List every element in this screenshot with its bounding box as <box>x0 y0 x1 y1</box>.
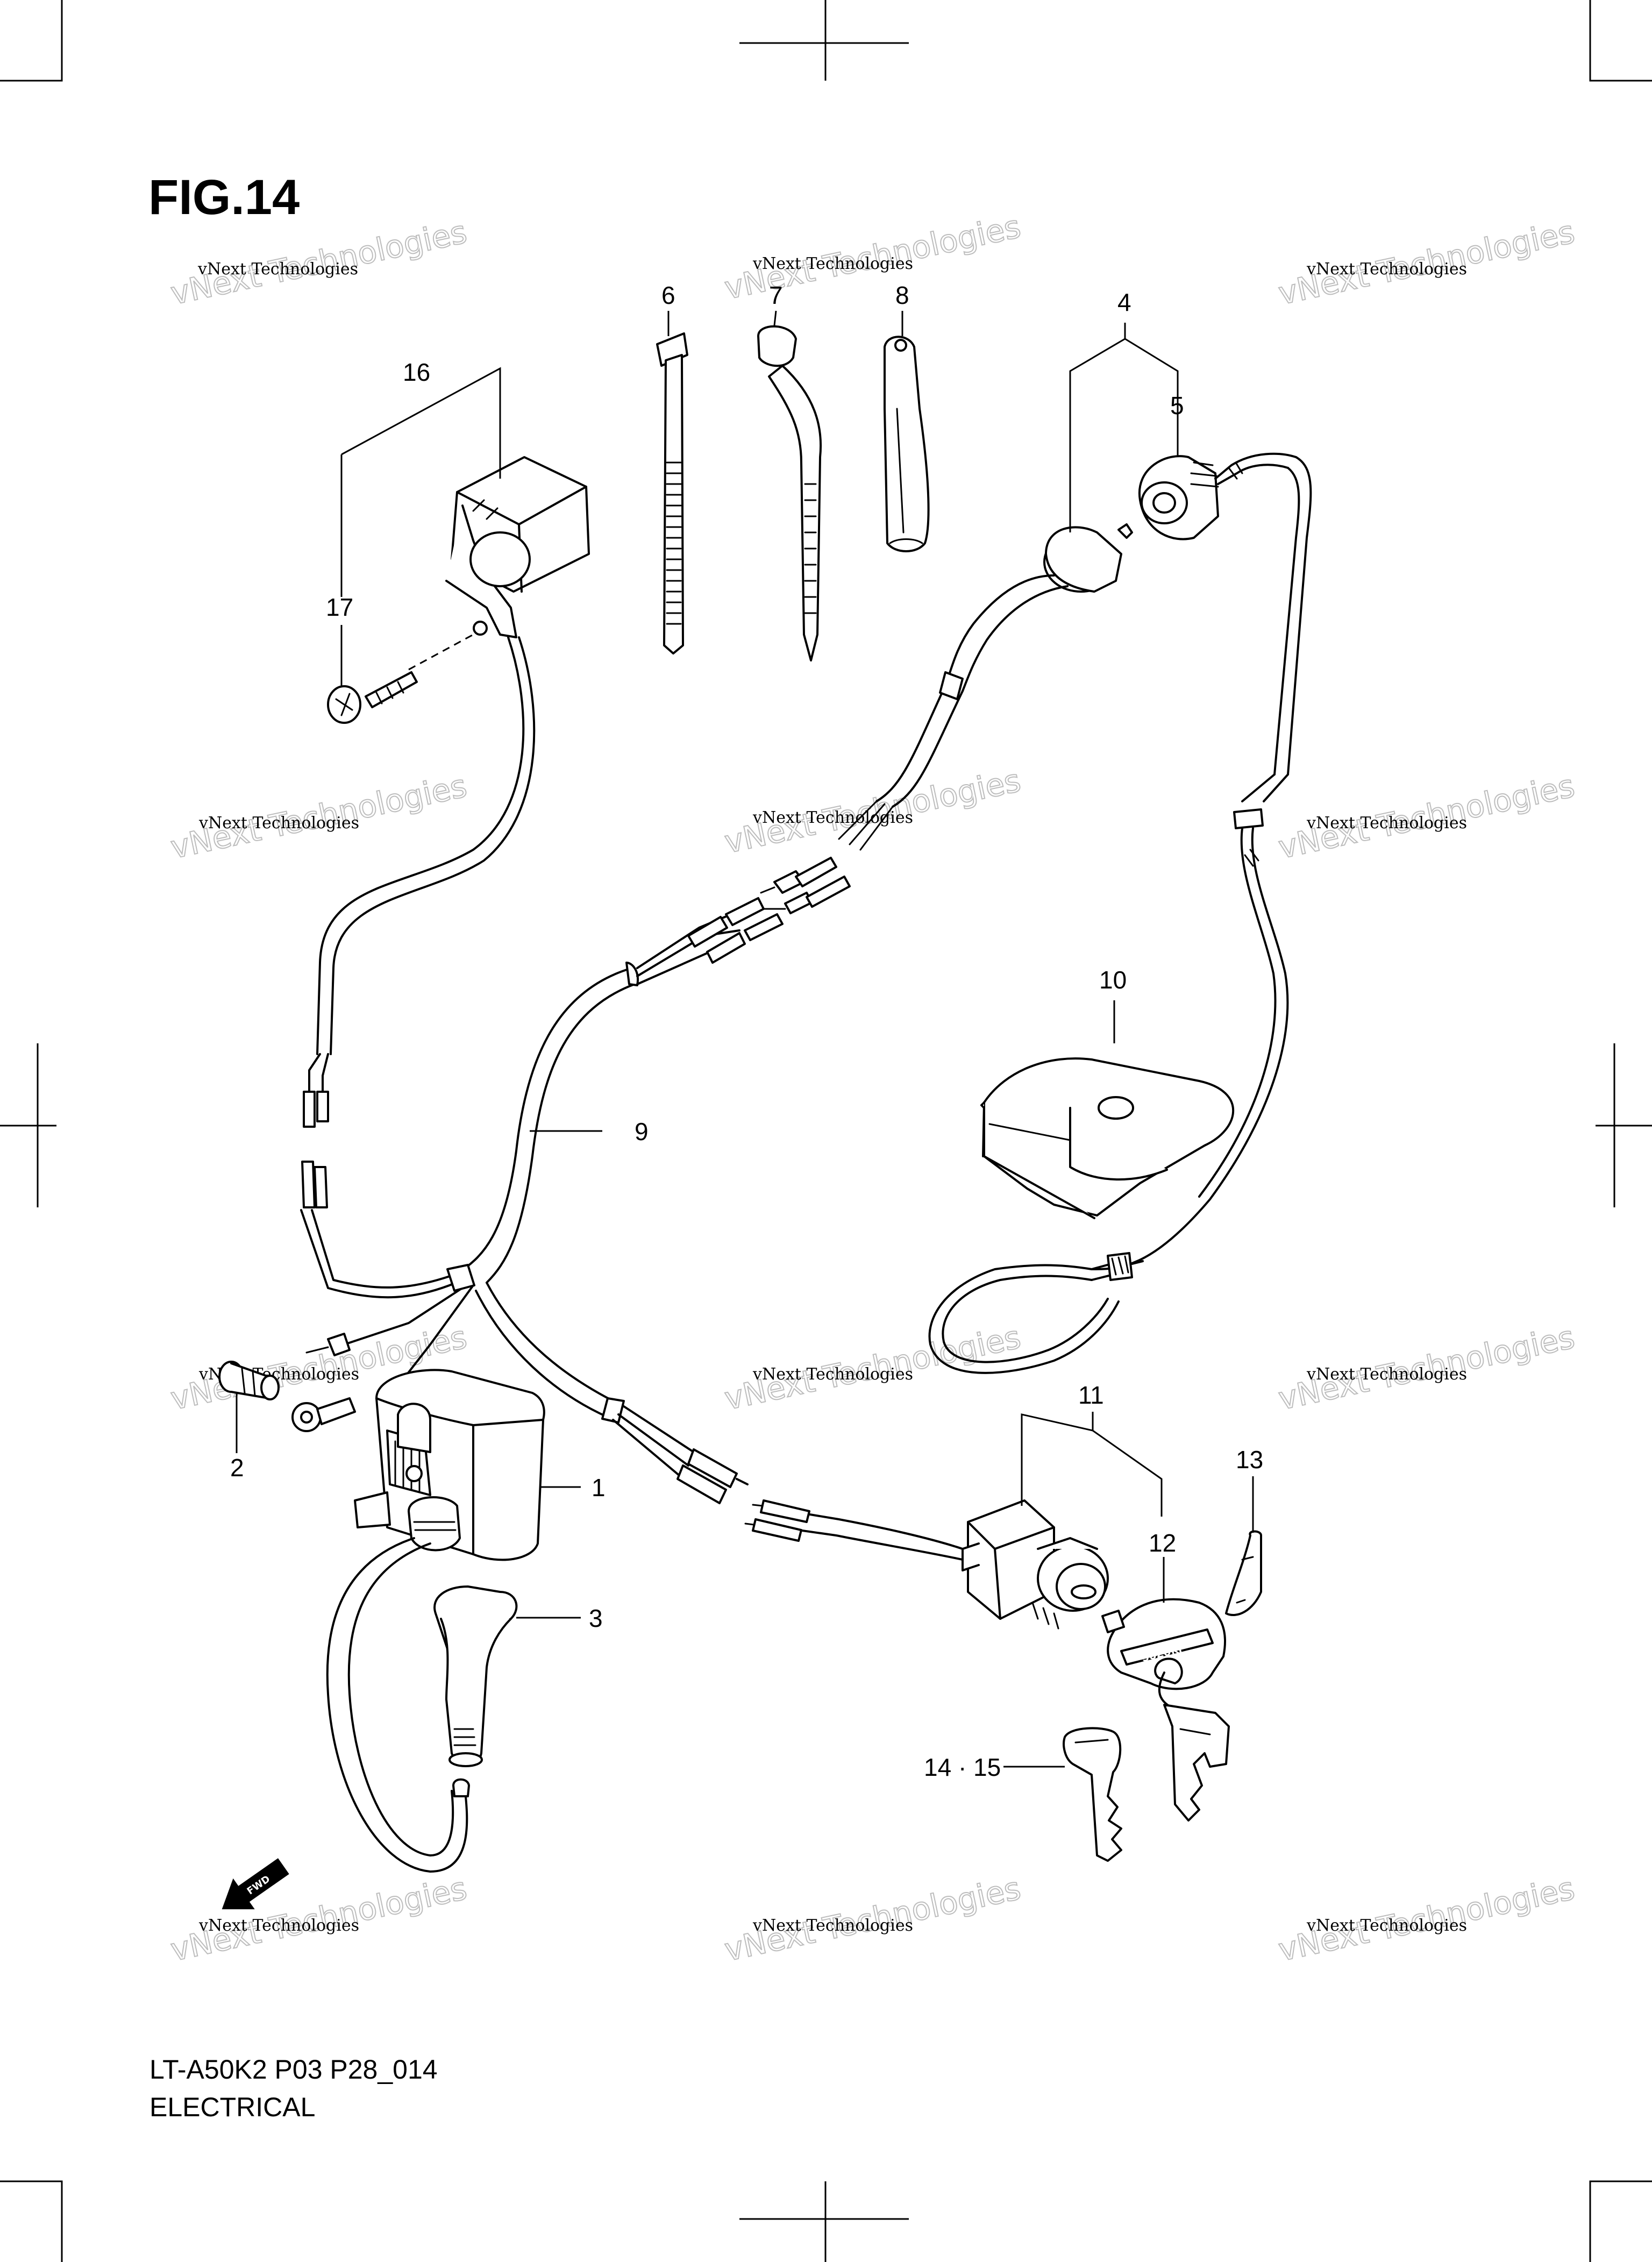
part-16-switch-housing[interactable] <box>445 456 590 638</box>
part-7-cable-clamp[interactable] <box>757 325 822 661</box>
watermark-text: vNext Technologies <box>198 1916 359 1935</box>
section-name: ELECTRICAL <box>149 2092 315 2122</box>
callout-10: 10 <box>1099 966 1127 994</box>
callout-2: 2 <box>230 1454 244 1482</box>
callout-9: 9 <box>635 1118 649 1146</box>
callout-7: 7 <box>769 281 783 309</box>
part-11-ignition-switch[interactable] <box>744 1499 1109 1630</box>
callout-1: 1 <box>592 1474 606 1502</box>
part-3-plug-cap[interactable] <box>433 1585 518 1767</box>
leaders <box>236 310 1254 1768</box>
part-8-clamp[interactable] <box>884 336 930 552</box>
watermark-text: vNext Technologies <box>752 808 913 827</box>
callout-14-15: 14 · 15 <box>924 1753 1001 1781</box>
part-2-grommet[interactable] <box>218 1361 280 1400</box>
watermark-text: vNext Technologies <box>752 1365 913 1384</box>
callouts: 16 17 6 7 8 4 5 10 9 11 13 12 1 3 2 14 ·… <box>230 281 1263 1781</box>
part-14-15-key[interactable] <box>1063 1727 1122 1862</box>
part-4-stop-switch[interactable] <box>945 523 1133 692</box>
callout-16: 16 <box>403 358 430 386</box>
watermark-text: vNext Technologies <box>752 1916 913 1935</box>
harness-loop <box>928 1252 1144 1374</box>
callout-3: 3 <box>589 1604 603 1632</box>
harness-5-lead <box>1091 456 1312 1270</box>
callout-12: 12 <box>1149 1529 1176 1557</box>
watermark-text: vNext Technologies <box>197 260 358 279</box>
callout-17: 17 <box>326 593 353 621</box>
part-5-ignition-connector[interactable] <box>1138 452 1297 540</box>
callout-5: 5 <box>1170 392 1184 419</box>
callout-6: 6 <box>661 281 675 309</box>
watermark-text: vNext Technologies <box>752 254 913 273</box>
model-code: LT-A50K2 P03 P28_014 <box>149 2054 438 2085</box>
part-9-wire-harness[interactable] <box>291 897 784 1504</box>
watermark-text: vNext Technologies <box>1306 1916 1467 1935</box>
callout-4: 4 <box>1117 288 1131 316</box>
figure-title: FIG.14 <box>148 170 300 225</box>
callout-11: 11 <box>1078 1381 1104 1409</box>
watermark-text: vNext Technologies <box>1306 260 1467 279</box>
watermark-text: vNext Technologies <box>1306 814 1467 833</box>
harness-4-lead <box>760 671 964 914</box>
part-10-cover[interactable] <box>980 1057 1235 1219</box>
part-13-label[interactable] <box>1225 1530 1262 1617</box>
callout-13: 13 <box>1236 1446 1263 1474</box>
harness-16-lead <box>303 636 536 1128</box>
part-12-key[interactable]: SUZUKI <box>1101 1598 1230 1822</box>
part-17-screw[interactable] <box>327 634 474 724</box>
watermarks: vNext Technologies vNext Technologies vN… <box>167 208 1578 1969</box>
watermark-text: vNext Technologies <box>1306 1365 1467 1384</box>
callout-8: 8 <box>895 281 909 309</box>
watermark-text: vNext Technologies <box>198 814 359 833</box>
part-1-ignition-coil[interactable] <box>326 1369 545 1873</box>
part-6-cable-tie[interactable] <box>656 332 688 655</box>
